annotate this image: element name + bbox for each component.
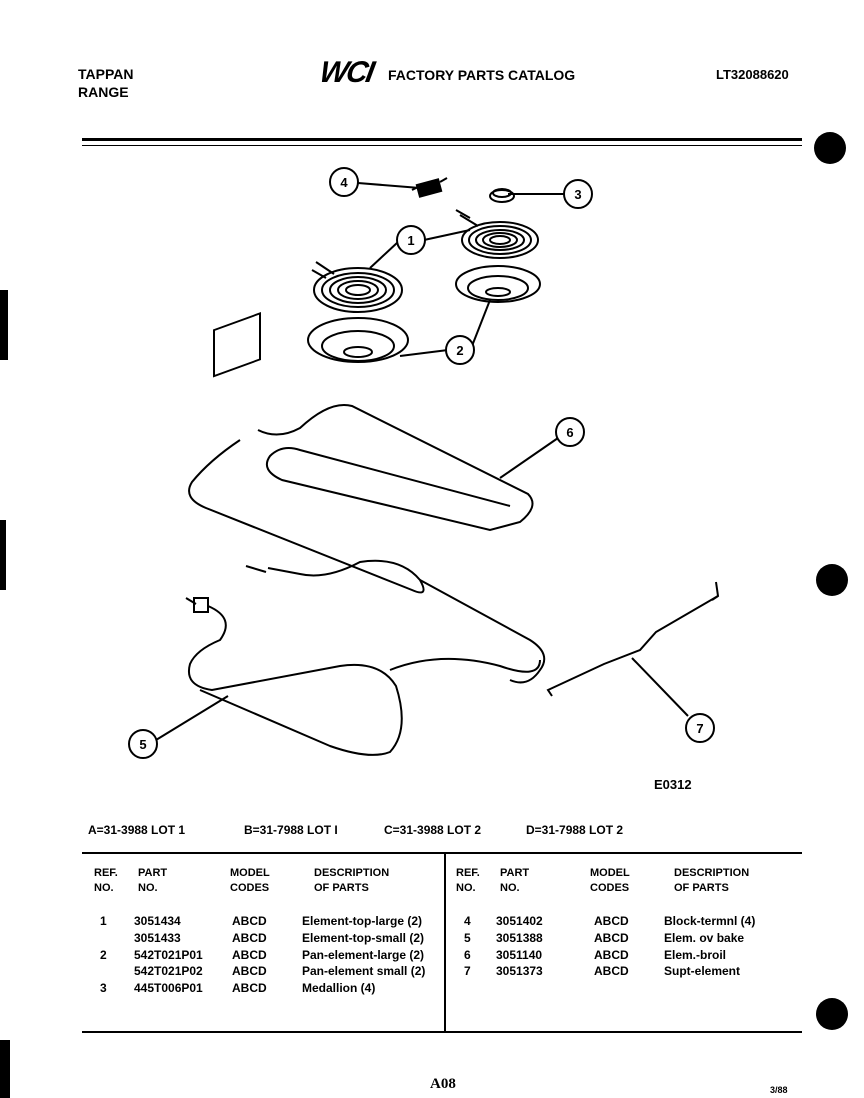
bake-element-icon (185, 597, 541, 756)
codes-cell: ABCD (232, 914, 267, 928)
ref-cell: 3 (100, 981, 107, 995)
callout-6: 6 (555, 417, 585, 447)
callout-label: 4 (340, 175, 348, 190)
callout-3: 3 (563, 179, 593, 209)
codes-cell: ABCD (594, 914, 629, 928)
element-support-icon (546, 581, 720, 697)
lot-b: B=31-7988 LOT I (244, 823, 338, 837)
callout-4: 4 (329, 167, 359, 197)
callout-1: 1 (396, 225, 426, 255)
callout-5: 5 (128, 729, 158, 759)
desc-cell: Pan-element-large (2) (302, 948, 425, 962)
margin-mark (0, 520, 6, 590)
lot-d: D=31-7988 LOT 2 (526, 823, 624, 837)
model-number: LT32088620 (716, 67, 789, 82)
table-top-rule (82, 852, 802, 854)
codes-cell: ABCD (232, 964, 267, 978)
element-top-small-icon (311, 261, 403, 313)
codes-cell: ABCD (594, 931, 629, 945)
revision-date: 3/88 (770, 1085, 788, 1095)
punch-hole-middle (816, 564, 848, 596)
header-ref: REF.NO. (456, 867, 480, 894)
ref-cell: 4 (464, 914, 471, 928)
ref-cell: 2 (100, 948, 107, 962)
ref-cell: 6 (464, 948, 471, 962)
desc-cell: Pan-element small (2) (302, 964, 426, 978)
header-rule (82, 138, 802, 141)
header-rule-thin (82, 145, 802, 146)
medallion-icon (489, 188, 515, 203)
part-cell: 3051402 (496, 914, 543, 928)
callout-label: 1 (407, 233, 414, 248)
part-cell: 3051388 (496, 931, 543, 945)
pan-element-large-icon (455, 265, 541, 303)
desc-cell: Elem.-broil (664, 948, 727, 962)
brand-block: TAPPAN RANGE (78, 65, 133, 101)
ref-cell: 1 (100, 914, 107, 928)
page-number: A08 (430, 1076, 456, 1092)
codes-cell: ABCD (232, 981, 267, 995)
broil-element-icon (188, 312, 546, 684)
punch-hole-top (814, 132, 846, 164)
desc-cell: Supt-element (664, 964, 741, 978)
brand-line-2: RANGE (78, 84, 129, 100)
desc-cell: Elem. ov bake (664, 931, 745, 945)
codes-cell: ABCD (594, 964, 629, 978)
part-cell: 3051433 (134, 931, 181, 945)
punch-hole-bottom (816, 998, 848, 1030)
ref-cell: 5 (464, 931, 471, 945)
lot-a: A=31-3988 LOT 1 (88, 823, 186, 837)
margin-mark (0, 290, 8, 360)
table-bottom-rule (82, 1031, 802, 1033)
codes-cell: ABCD (232, 948, 267, 962)
margin-mark (0, 1040, 10, 1098)
terminal-block-icon (411, 177, 448, 198)
brand-line-1: TAPPAN (78, 66, 134, 82)
pan-element-small-icon (307, 317, 409, 363)
callout-label: 3 (574, 187, 581, 202)
part-cell: 542T021P01 (134, 948, 203, 962)
lot-c: C=31-3988 LOT 2 (384, 823, 482, 837)
table-divider (444, 854, 446, 1031)
element-top-large-icon (455, 209, 539, 259)
part-cell: 3051434 (134, 914, 181, 928)
header-ref: REF.NO. (94, 867, 118, 894)
catalog-title: FACTORY PARTS CATALOG (388, 67, 576, 83)
part-cell: 542T021P02 (134, 964, 203, 978)
diagram-code: E0312 (654, 777, 692, 792)
callout-label: 2 (456, 343, 463, 358)
ref-cell: 7 (464, 964, 471, 978)
desc-cell: Block-termnl (4) (664, 914, 756, 928)
part-cell: 445T006P01 (134, 981, 203, 995)
callout-label: 6 (566, 425, 573, 440)
codes-cell: ABCD (594, 948, 629, 962)
desc-cell: Element-top-small (2) (302, 931, 425, 945)
part-cell: 3051373 (496, 964, 543, 978)
callout-2: 2 (445, 335, 475, 365)
callout-label: 5 (139, 737, 146, 752)
part-cell: 3051140 (496, 948, 543, 962)
desc-cell: Medallion (4) (302, 981, 376, 995)
callout-label: 7 (696, 721, 703, 736)
callout-7: 7 (685, 713, 715, 743)
desc-cell: Element-top-large (2) (302, 914, 423, 928)
codes-cell: ABCD (232, 931, 267, 945)
